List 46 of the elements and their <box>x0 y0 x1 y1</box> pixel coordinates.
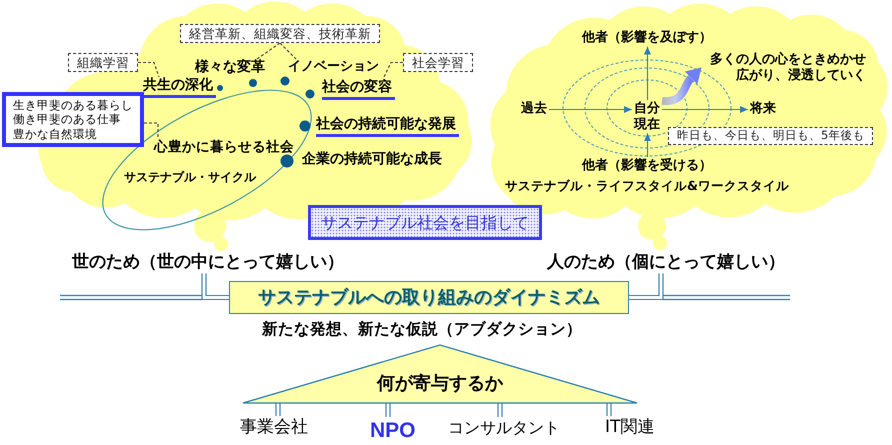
title-banner: サステナブルへの取り組みのダイナミズム <box>229 281 629 314</box>
caption-text: サステナブル・ライフスタイル&ワークスタイル <box>505 178 789 193</box>
category-text: コンサルタント <box>448 418 560 438</box>
axis-label: 現在 <box>634 116 660 132</box>
list-text: 働き甲斐のある仕事 <box>13 112 122 127</box>
concept-text: イノベーション <box>288 59 379 75</box>
heading-text: 何が寄与するか <box>377 373 503 395</box>
callout-text: 多くの人の心をときめかせ広がり、浸透していく <box>706 52 866 84</box>
concept-text: 企業の持続可能な成長 <box>302 151 442 168</box>
connector-line <box>275 402 281 417</box>
arrow <box>644 133 651 157</box>
connector-line <box>628 272 664 300</box>
leader-line <box>280 42 296 60</box>
goal-banner: サステナブル社会を目指して <box>308 205 542 240</box>
category-text: 事業会社 <box>240 417 308 438</box>
connector-line <box>497 402 503 418</box>
leader-line <box>382 62 403 80</box>
heading-text: 世のため（世の中にとって嬉しい） <box>72 252 344 272</box>
list-text: 豊かな自然環境 <box>13 126 98 142</box>
concept-text: 心豊かに暮らせる社会 <box>154 139 294 156</box>
subtitle-text: 新たな発想、新たな仮説（アブダクション） <box>262 320 582 339</box>
arrow <box>644 46 651 100</box>
leader-line <box>256 42 280 60</box>
axis-label: 他者（影響を及ぼす） <box>582 30 712 46</box>
note-box: 経営革新、組織変容、技術革新 <box>180 24 380 43</box>
highlight-box <box>2 92 144 148</box>
axis-label: 自分 <box>634 101 660 117</box>
concept-text: 社会の変容 <box>322 79 395 100</box>
axis-label: 将来 <box>750 101 776 117</box>
list-text: 生き甲斐のある暮らし <box>13 98 133 112</box>
axis-label: 過去 <box>521 101 547 117</box>
curved-arrow <box>662 66 701 106</box>
connector-line <box>201 272 230 300</box>
caption-text: サステナブル・サイクル <box>124 170 256 184</box>
leader-line <box>144 122 159 139</box>
arrow <box>662 106 748 113</box>
concept-text: 社会の持続可能な発展 <box>316 116 459 137</box>
axis-label: 他者（影響を受ける） <box>582 158 712 174</box>
note-box: 昨日も、今日も、明日も、5年後も <box>668 127 874 145</box>
concept-text: 様々な変革 <box>195 59 265 76</box>
connector-line <box>606 402 612 417</box>
heading-text: 人のため（個にとって嬉しい） <box>547 252 785 272</box>
connector-line <box>385 402 391 418</box>
leader-line <box>138 62 160 78</box>
category-text: NPO <box>370 418 416 444</box>
category-text: IT関連 <box>605 417 654 438</box>
